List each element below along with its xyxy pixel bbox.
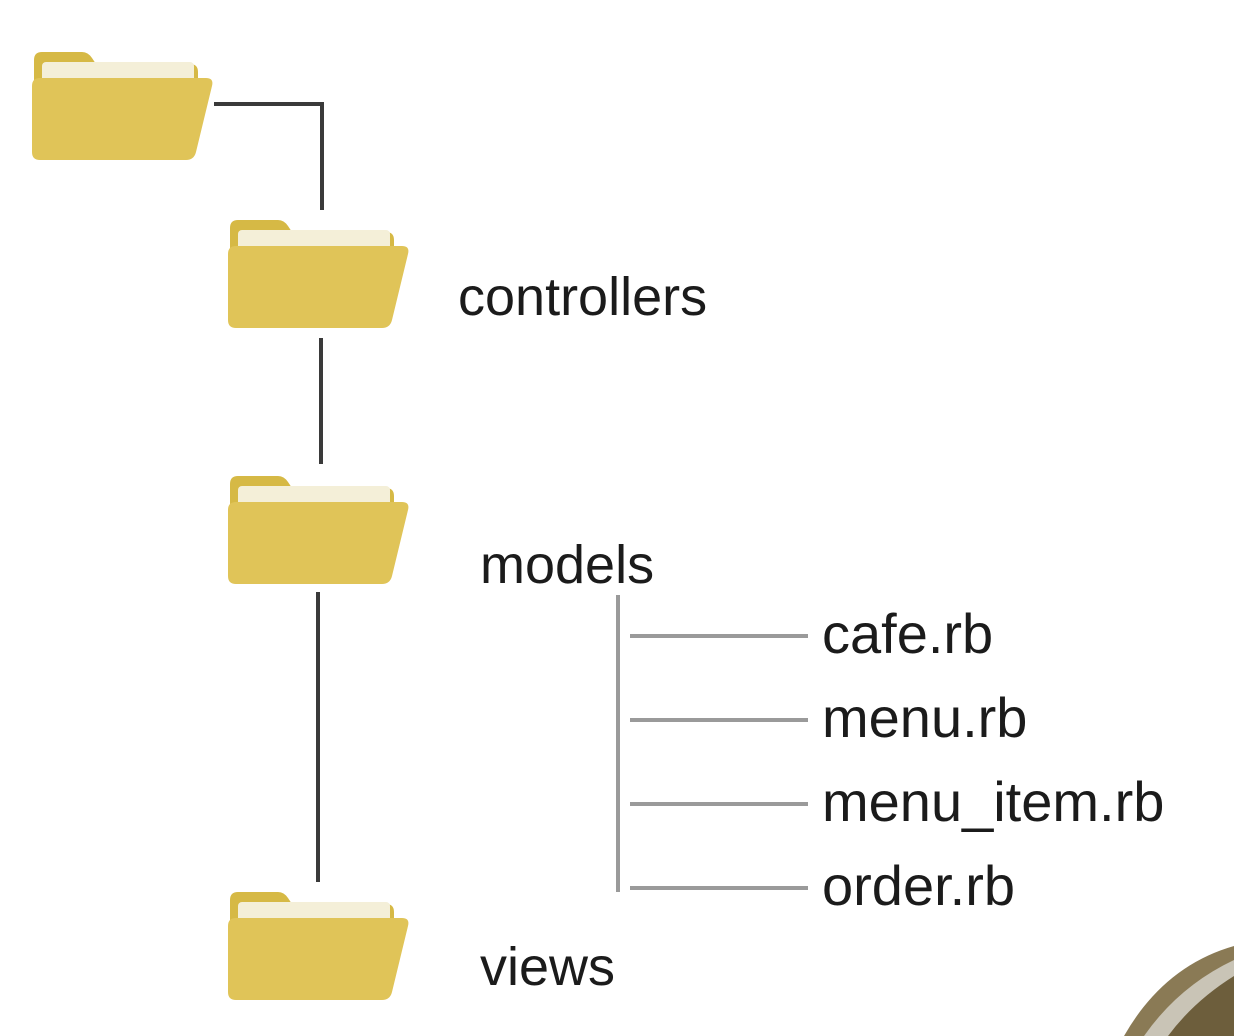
models-folder-icon[interactable] <box>226 474 410 586</box>
menu-item-rb-file[interactable]: menu_item.rb <box>822 770 1165 833</box>
root-folder-icon[interactable] <box>30 50 214 162</box>
controllers-folder-icon[interactable] <box>226 218 410 330</box>
views-folder-label[interactable]: views <box>480 937 616 997</box>
order-rb-file[interactable]: order.rb <box>822 854 1015 917</box>
models-folder-label[interactable]: models <box>480 535 655 595</box>
views-folder-icon[interactable] <box>226 890 410 1002</box>
corner-photo-fragment <box>1124 946 1234 1036</box>
menu-rb-file[interactable]: menu.rb <box>822 686 1028 749</box>
root-connector <box>214 102 324 210</box>
controllers-folder-label[interactable]: controllers <box>458 267 708 327</box>
cafe-rb-file[interactable]: cafe.rb <box>822 602 994 665</box>
